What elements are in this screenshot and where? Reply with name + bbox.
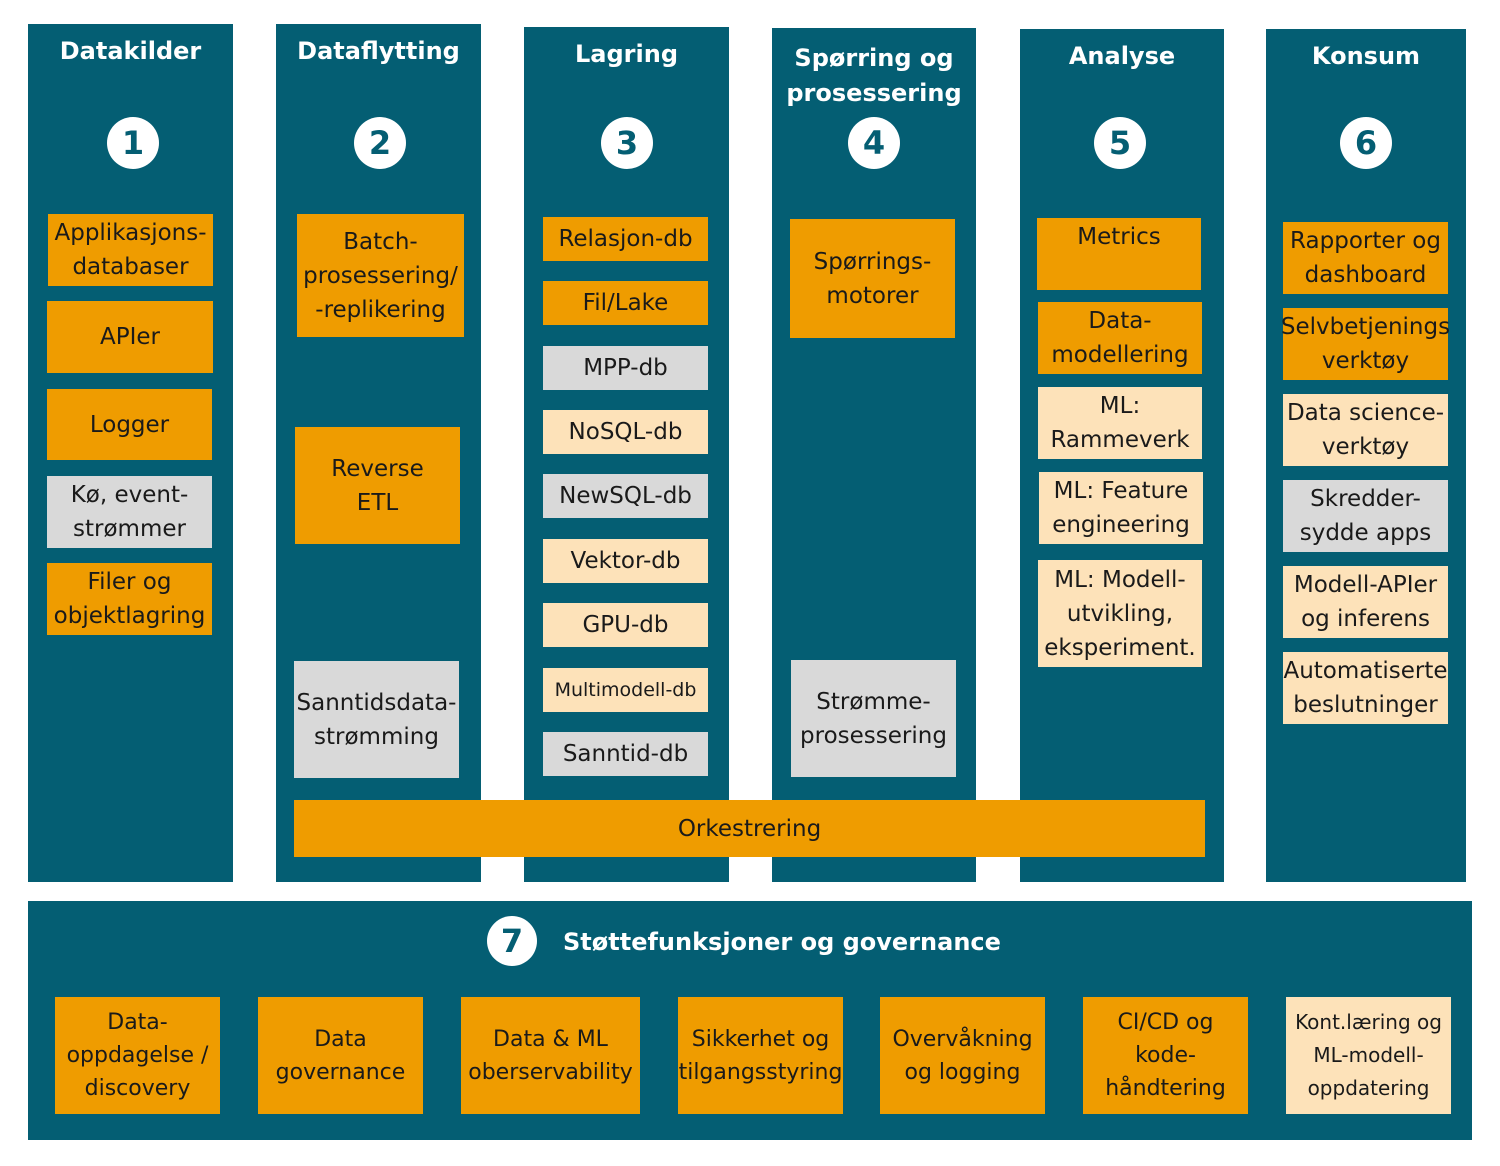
item-ko-eventstrommer: Kø, event- strømmer — [47, 476, 212, 548]
item-sanntid-db: Sanntid-db — [543, 732, 708, 776]
item-mpp-db: MPP-db — [543, 346, 708, 390]
item-ml-modellutvikling: ML: Modell- utvikling, eksperiment. — [1038, 560, 1202, 667]
support-item-ci-cd: CI/CD og kode- håndtering — [1083, 997, 1248, 1114]
item-metrics: Metrics — [1037, 218, 1201, 290]
item-ml-feature-engineering: ML: Feature engineering — [1039, 472, 1203, 544]
column-title: Spørring og prosessering — [786, 44, 962, 107]
step-number-badge: 5 — [1094, 117, 1146, 169]
step-number-badge: 3 — [601, 117, 653, 169]
column-title: Dataflytting — [297, 37, 460, 65]
column-title: Konsum — [1311, 42, 1421, 70]
item-automatiserte-beslutninger: Automatiserte beslutninger — [1283, 652, 1448, 724]
step-number-badge: 1 — [107, 117, 159, 169]
item-skreddersydde-apps: Skredder- sydde apps — [1283, 480, 1448, 552]
support-item-dataoppdagelse: Data- oppdagelse / discovery — [55, 997, 220, 1114]
step-number-badge: 4 — [848, 117, 900, 169]
support-item-sikkerhet: Sikkerhet og tilgangsstyring — [678, 997, 843, 1114]
item-applikasjonsdatabaser: Applikasjons- databaser — [48, 214, 213, 286]
item-newsql-db: NewSQL-db — [543, 474, 708, 518]
support-title: Støttefunksjoner og governance — [563, 928, 1001, 956]
item-reverse-etl: Reverse ETL — [295, 427, 460, 544]
item-sporringsmotorer: Spørrings- motorer — [790, 219, 955, 338]
item-gpu-db: GPU-db — [543, 603, 708, 647]
item-sanntidsdatastromming: Sanntidsdata- strømming — [294, 661, 459, 778]
item-fil-lake: Fil/Lake — [543, 281, 708, 325]
item-apier: APIer — [47, 301, 213, 373]
item-strommeprosessering: Strømme- prosessering — [791, 660, 956, 777]
item-batch-prosessering: Batch- prosessering/ -replikering — [297, 214, 464, 337]
item-data-science-verktoy: Data science- verktøy — [1283, 394, 1448, 466]
item-vektor-db: Vektor-db — [543, 539, 708, 583]
item-relasjon-db: Relasjon-db — [543, 217, 708, 261]
item-selvbetjeningsverktoy: Selvbetjenings verktøy — [1281, 308, 1450, 380]
support-item-data-ml-observability: Data & ML oberservability — [461, 997, 640, 1114]
item-rapporter-og-dashboard: Rapporter og dashboard — [1283, 222, 1448, 294]
support-item-kontinuerlig-laering: Kont.læring og ML-modell- oppdatering — [1286, 997, 1451, 1114]
item-ml-rammeverk: ML: Rammeverk — [1038, 387, 1202, 459]
support-item-data-governance: Data governance — [258, 997, 423, 1114]
item-datamodellering: Data- modellering — [1038, 302, 1202, 374]
column-title: Datakilder — [59, 37, 202, 65]
column-title: Analyse — [1068, 42, 1176, 70]
step-number-badge: 2 — [354, 117, 406, 169]
step-number-badge: 6 — [1340, 117, 1392, 169]
item-filer-og-objektlagring: Filer og objektlagring — [47, 563, 212, 635]
item-modell-apier-og-inferens: Modell-APIer og inferens — [1283, 566, 1448, 638]
orchestration-bar: Orkestrering — [294, 800, 1205, 857]
support-item-overvakning: Overvåkning og logging — [880, 997, 1045, 1114]
step-number-badge: 7 — [487, 916, 537, 966]
column-title: Lagring — [575, 40, 678, 68]
item-multimodell-db: Multimodell-db — [543, 668, 708, 712]
item-nosql-db: NoSQL-db — [543, 410, 708, 454]
item-logger: Logger — [47, 389, 212, 460]
